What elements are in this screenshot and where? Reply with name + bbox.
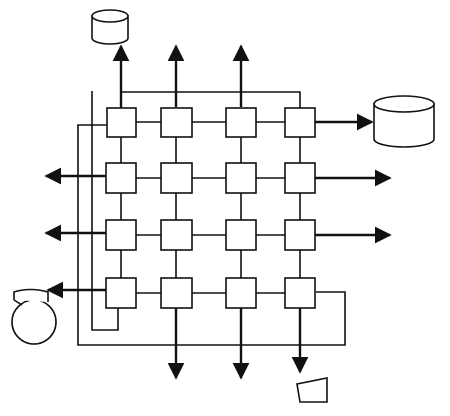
processor-node <box>284 219 316 251</box>
column-links <box>120 137 301 278</box>
processor-node <box>225 277 257 309</box>
processor-node <box>160 219 193 251</box>
cylinder-icon <box>91 9 129 45</box>
processor-node <box>284 277 316 309</box>
processor-node <box>160 107 193 138</box>
io-arrows <box>44 44 392 380</box>
processor-node <box>105 162 137 194</box>
cylinder-icon <box>373 95 435 148</box>
processor-node <box>284 162 316 194</box>
trapezoid-terminal-icon <box>296 377 328 403</box>
tape-reel-icon <box>11 288 57 345</box>
processor-grid <box>105 107 316 309</box>
processor-node <box>284 107 316 138</box>
processor-node <box>160 277 193 309</box>
processor-node <box>225 219 257 251</box>
processor-node <box>160 162 193 194</box>
row-links <box>136 121 285 294</box>
processor-node <box>105 219 137 251</box>
processor-node <box>106 107 137 138</box>
processor-node <box>105 277 137 309</box>
processor-node <box>225 107 257 138</box>
processor-node <box>225 162 257 194</box>
